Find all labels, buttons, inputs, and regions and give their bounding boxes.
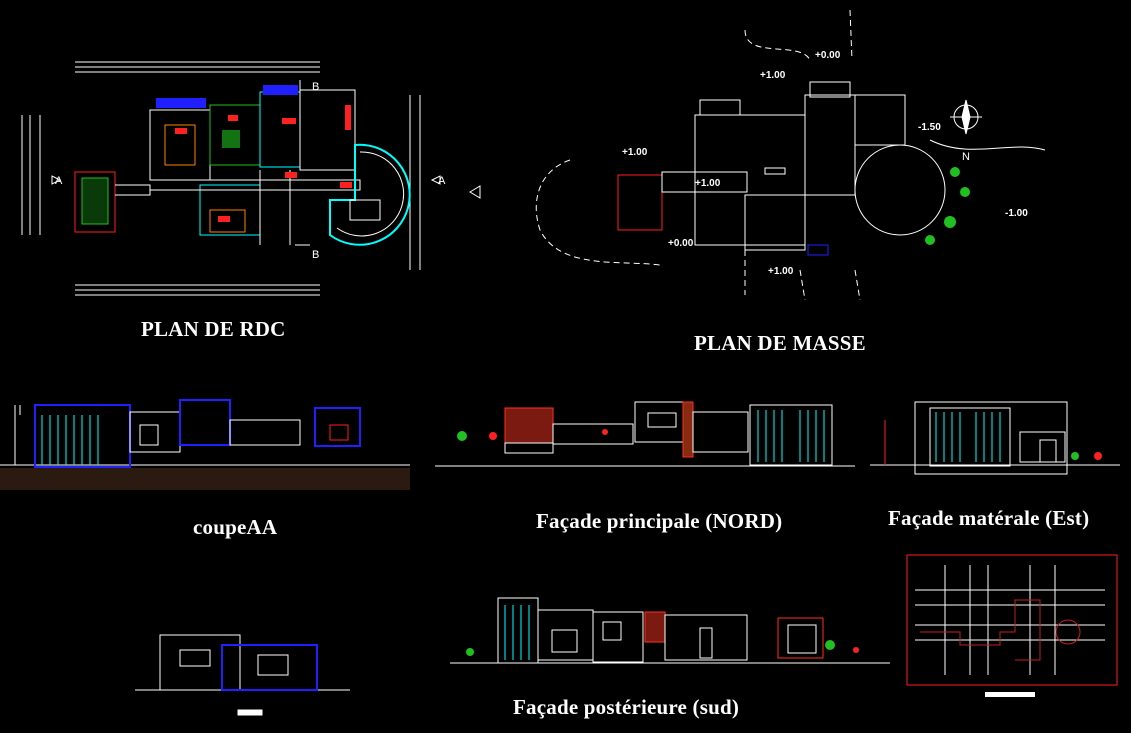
- level-upper: +1.00: [760, 70, 786, 81]
- level-right-top: -1.50: [918, 122, 941, 133]
- facade-ouest-drawing: [135, 634, 350, 716]
- plan-masse-drawing: [535, 9, 1046, 301]
- coupe-aa-drawing: [0, 399, 410, 490]
- plan-rdc-drawing: [21, 61, 481, 296]
- section-mark-a-right: A: [438, 175, 446, 187]
- facade-principale-drawing: [435, 401, 855, 467]
- title-coupe-aa: coupeAA: [193, 515, 278, 539]
- north-label: N: [962, 151, 970, 163]
- level-top: +0.00: [815, 50, 841, 61]
- level-right: -1.00: [1005, 208, 1028, 219]
- facade-laterale-drawing: [870, 401, 1120, 475]
- section-mark-a-left: A: [55, 175, 63, 187]
- level-bottom: +1.00: [768, 266, 794, 277]
- section-mark-b-top: B: [312, 81, 319, 93]
- title-facade-laterale: Façade matérale (Est): [888, 506, 1090, 530]
- level-low-left: +0.00: [668, 238, 694, 249]
- facade-posterieure-drawing: [450, 597, 890, 664]
- section-mark-b-bottom: B: [312, 249, 319, 261]
- location-map: [906, 554, 1118, 697]
- title-plan-masse: PLAN DE MASSE: [694, 331, 866, 355]
- title-plan-rdc: PLAN DE RDC: [141, 317, 286, 341]
- level-center: +1.00: [695, 178, 721, 189]
- level-left: +1.00: [622, 147, 648, 158]
- title-facade-posterieure: Façade postérieure (sud): [513, 695, 740, 719]
- title-facade-principale: Façade principale (NORD): [536, 509, 783, 533]
